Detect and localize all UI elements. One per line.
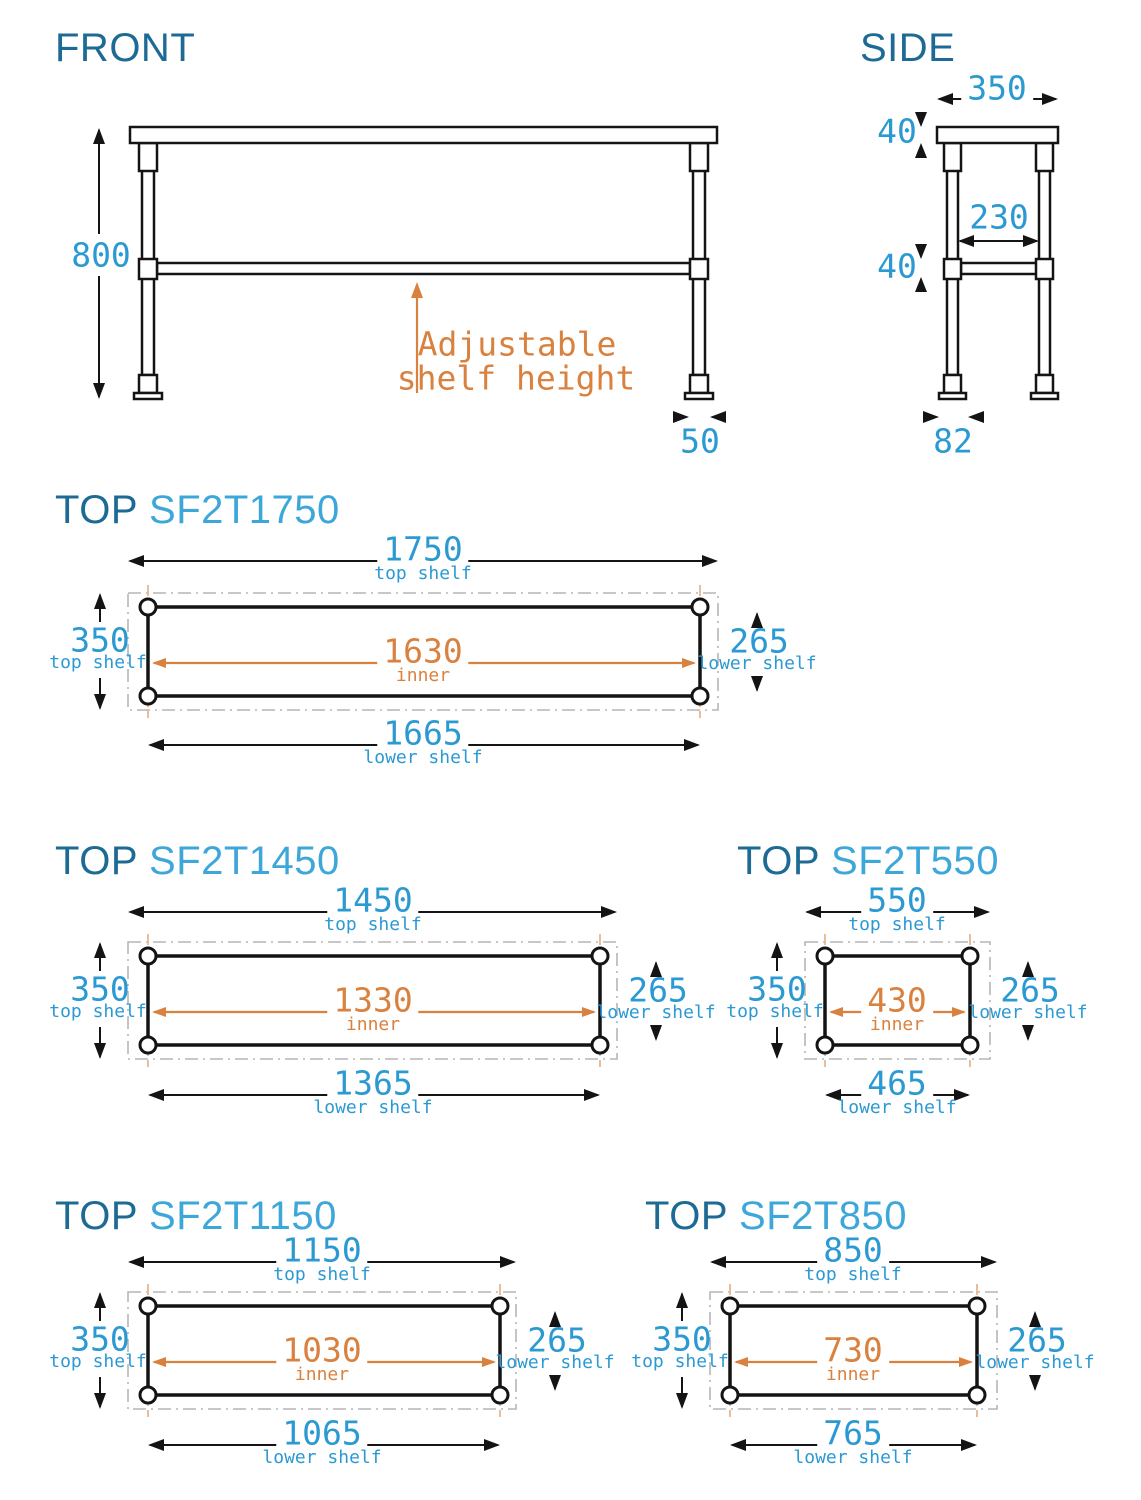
sf2t550-lower-caption: lower shelf [837,1097,957,1118]
sf2t1150-lower-depth-caption: lower shelf [495,1352,615,1373]
front-view-drawing [93,125,726,423]
sf2t1450-top-shelf-length: 1450 [327,883,419,917]
sf2t550-top-shelf-depth: 350 [747,969,807,1009]
sf2t1750-lower-shelf-depth: 265 [729,621,789,661]
top-view-word: TOP [55,488,139,532]
sf2t1450-depth-caption: top shelf [49,1001,147,1022]
model-code-sf2t850: SF2T850 [739,1194,908,1238]
sf2t1450-inner-caption: inner [345,1014,401,1035]
front-view-title: FRONT [55,26,196,70]
sf2t1750-lower-shelf-length: 1665 [377,716,469,750]
front-leg-width-dimension [673,411,726,423]
adjustable-shelf-note-line1: Adjustable [417,324,617,364]
sf2t550-inner-caption: inner [869,1014,925,1035]
sf2t1450-lower-depth-caption: lower shelf [596,1002,716,1023]
side-top-shelf [935,125,1060,145]
sf2t550-lower-shelf-depth: 265 [1000,970,1060,1010]
sf2t1450-top-shelf-caption: top shelf [324,914,422,935]
sf2t550-lower-depth-caption: lower shelf [968,1002,1088,1023]
front-leg-width-value: 50 [680,421,720,461]
top-view-word: TOP [55,1194,139,1238]
side-inner-depth-value: 230 [969,197,1029,237]
side-view-title: SIDE [860,26,956,70]
sf2t1150-inner-caption: inner [294,1364,350,1385]
sf2t1750-inner-caption: inner [395,665,451,686]
sf2t1450-lower-caption: lower shelf [313,1097,433,1118]
side-depth-value: 350 [961,71,1033,105]
sf2t1750-top-shelf-length: 1750 [377,532,469,566]
sf2t1750-lower-caption: lower shelf [363,747,483,768]
sf2t1750-inner-length: 1630 [377,634,469,668]
sf2t1150-depth-caption: top shelf [49,1351,147,1372]
sf2t1150-lower-shelf-depth: 265 [527,1320,587,1360]
side-view-drawing [915,93,1060,423]
sf2t1450-inner-length: 1330 [327,983,419,1017]
sf2t1150-lower-caption: lower shelf [262,1447,382,1468]
sf2t850-lower-shelf-length: 765 [817,1416,889,1450]
top-view-word: TOP [737,839,821,883]
sf2t1150-top-shelf-length: 1150 [276,1233,368,1267]
model-code-sf2t550: SF2T550 [831,839,1000,883]
side-lower-shelf [959,261,1039,276]
sf2t850-depth-caption: top shelf [631,1351,729,1372]
top-view-word: TOP [55,839,139,883]
side-top-thickness-dimension [915,112,927,158]
sf2t850-lower-depth-caption: lower shelf [975,1352,1095,1373]
sf2t1750-lower-depth-caption: lower shelf [697,653,817,674]
sf2t1150-lower-shelf-length: 1065 [276,1416,368,1450]
sf2t1750-top-shelf-depth: 350 [70,620,130,660]
sf2t1450-lower-shelf-length: 1365 [327,1066,419,1100]
sf2t550-top-shelf-caption: top shelf [848,914,946,935]
side-lower-thickness-value: 40 [877,246,917,286]
sf2t850-top-shelf-depth: 350 [652,1319,712,1359]
top-view-sf2t850-drawing [676,1256,1041,1451]
side-foot-length-value: 82 [933,421,973,461]
sf2t550-depth-caption: top shelf [726,1001,824,1022]
sf2t550-top-shelf-length: 550 [861,883,933,917]
sf2t1150-top-shelf-depth: 350 [70,1319,130,1359]
sf2t1150-inner-length: 1030 [276,1333,368,1367]
front-lower-shelf [155,261,692,276]
side-lower-thickness-dimension [915,244,927,292]
sf2t1750-top-shelf-caption: top shelf [374,563,472,584]
side-top-thickness-value: 40 [877,111,917,151]
front-top-shelf [128,125,719,145]
front-adjustable-shelf-arrow [411,282,423,393]
sf2t850-lower-caption: lower shelf [793,1447,913,1468]
front-right-foot [688,373,710,395]
side-foot-dimension [923,411,984,423]
side-inner-depth-dimension [958,235,1039,247]
sf2t850-top-shelf-length: 850 [817,1233,889,1267]
model-code-sf2t1750: SF2T1750 [149,488,340,532]
front-left-foot [137,373,159,395]
sf2t850-lower-shelf-depth: 265 [1007,1320,1067,1360]
sf2t850-top-shelf-caption: top shelf [804,1264,902,1285]
sf2t850-inner-length: 730 [817,1333,889,1367]
sf2t550-inner-length: 430 [861,983,933,1017]
top-view-sf2t1150-drawing [94,1256,561,1451]
top-view-word: TOP [645,1194,729,1238]
front-height-value: 800 [71,235,131,275]
sf2t1150-top-shelf-caption: top shelf [273,1264,371,1285]
sf2t1450-lower-shelf-depth: 265 [628,970,688,1010]
front-height-dimension [93,128,105,399]
sf2t850-inner-caption: inner [825,1364,881,1385]
model-code-sf2t1450: SF2T1450 [149,839,340,883]
sf2t550-lower-shelf-length: 465 [861,1066,933,1100]
sf2t1450-top-shelf-depth: 350 [70,969,130,1009]
sf2t1750-depth-caption: top shelf [49,652,147,673]
model-code-sf2t1150: SF2T1150 [149,1194,337,1238]
adjustable-shelf-note-line2: shelf height [396,358,636,398]
